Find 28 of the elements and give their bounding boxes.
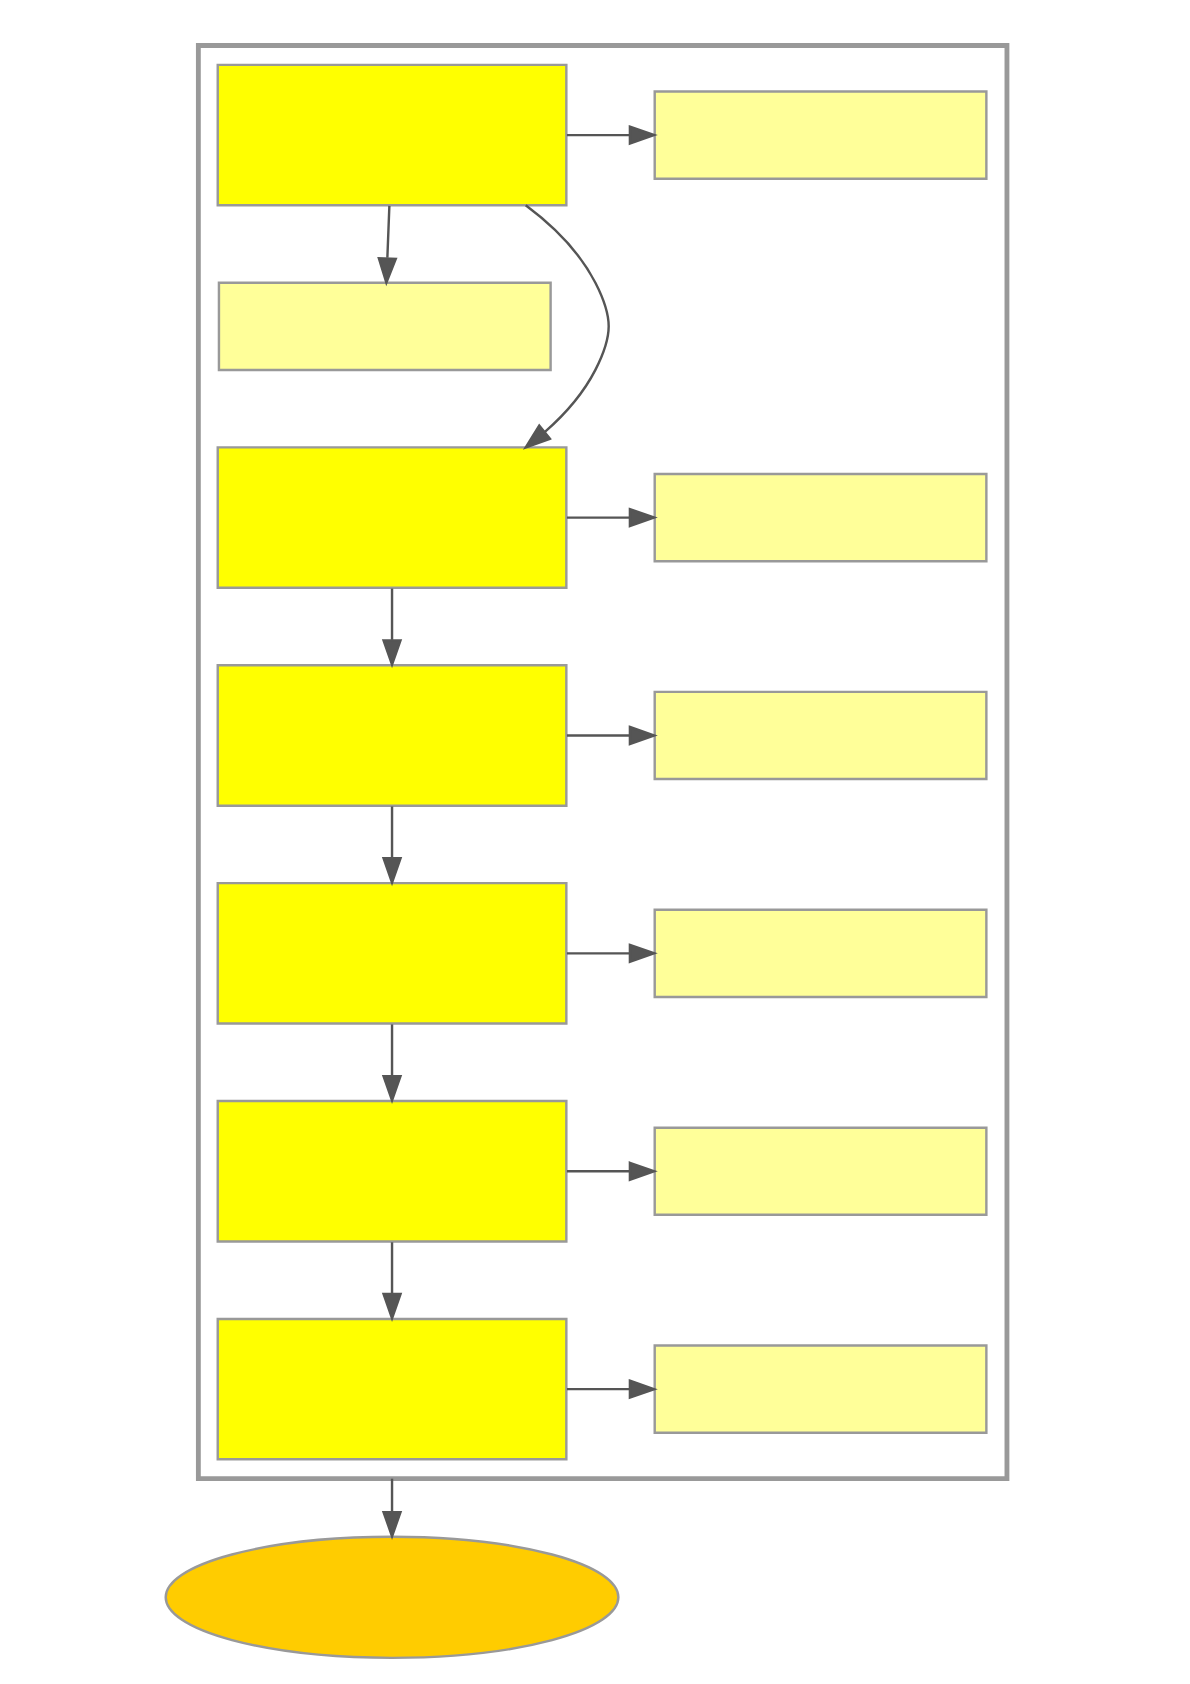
arrow — [521, 204, 609, 450]
cluster — [194, 43, 1009, 1482]
node-box — [216, 281, 551, 372]
arrow — [380, 806, 402, 887]
arrow — [565, 943, 657, 964]
arrow — [380, 1242, 402, 1322]
arrow — [565, 124, 657, 146]
arrow — [380, 588, 402, 669]
node-box — [652, 472, 987, 563]
node-box — [652, 1344, 987, 1434]
node-box — [215, 664, 567, 807]
arrow — [565, 725, 657, 746]
node-box — [215, 1099, 567, 1243]
node-box — [215, 446, 567, 589]
node-box — [652, 690, 987, 781]
arrow — [376, 205, 397, 287]
node-box — [652, 908, 987, 999]
arrow — [565, 1378, 657, 1400]
node-box — [215, 63, 567, 207]
node-box — [652, 1126, 987, 1217]
arrow — [380, 1478, 402, 1540]
node-box — [652, 90, 987, 180]
arrow — [565, 507, 657, 528]
node-ellipse — [163, 1535, 619, 1660]
node-box — [215, 1317, 567, 1461]
node-box — [215, 881, 567, 1025]
arrow — [380, 1024, 402, 1105]
arrow — [565, 1161, 657, 1182]
